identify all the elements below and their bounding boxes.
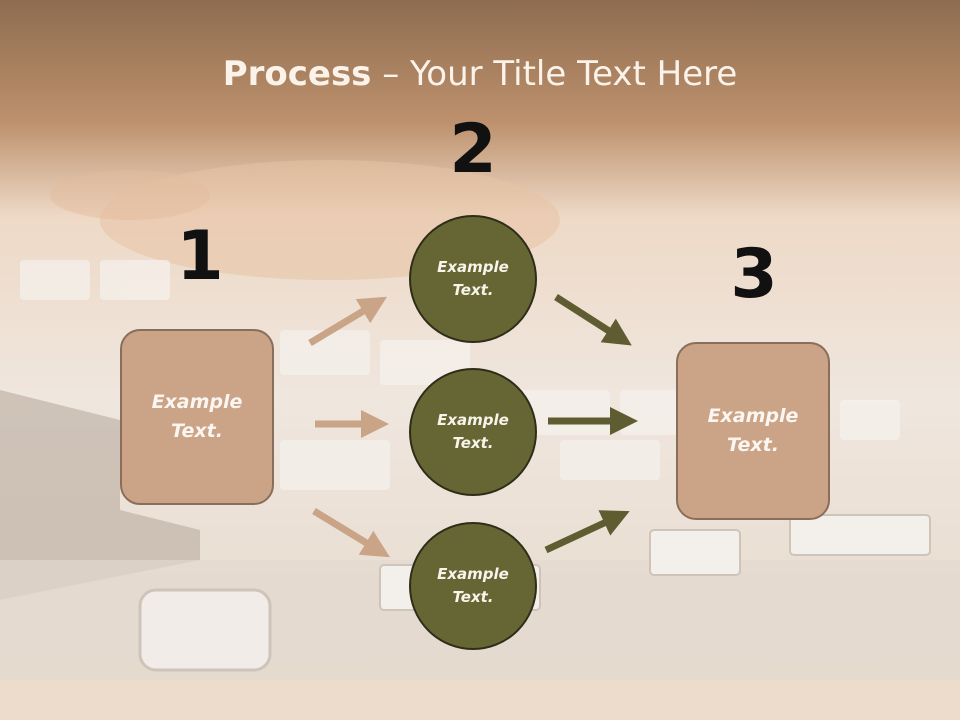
- title-bold: Process: [222, 54, 372, 94]
- step-3-box: Example Text.: [676, 342, 830, 520]
- step-3-text: Example Text.: [707, 405, 799, 456]
- step-2-circle-bottom: Example Text.: [409, 522, 537, 650]
- circle-bottom-text: Example Text.: [437, 565, 509, 606]
- step-number-2: 2: [449, 110, 497, 189]
- step-1-box: Example Text.: [120, 329, 274, 505]
- arrow-2-to-3-bottom: [544, 510, 630, 554]
- step-number-1: 1: [176, 217, 224, 296]
- step-2-circle-top: Example Text.: [409, 215, 537, 343]
- step-2-circle-middle: Example Text.: [409, 368, 537, 496]
- step-number-3: 3: [730, 235, 778, 314]
- arrow-2-to-3-top: [554, 294, 632, 346]
- circle-top-text: Example Text.: [437, 258, 509, 299]
- page-title: Process – Your Title Text Here: [0, 52, 960, 96]
- step-1-text: Example Text.: [151, 391, 243, 442]
- arrow-1-to-2-bottom: [312, 508, 390, 558]
- circle-middle-text: Example Text.: [437, 411, 509, 452]
- arrow-1-to-2-top: [308, 296, 388, 347]
- title-rest: – Your Title Text Here: [371, 54, 738, 94]
